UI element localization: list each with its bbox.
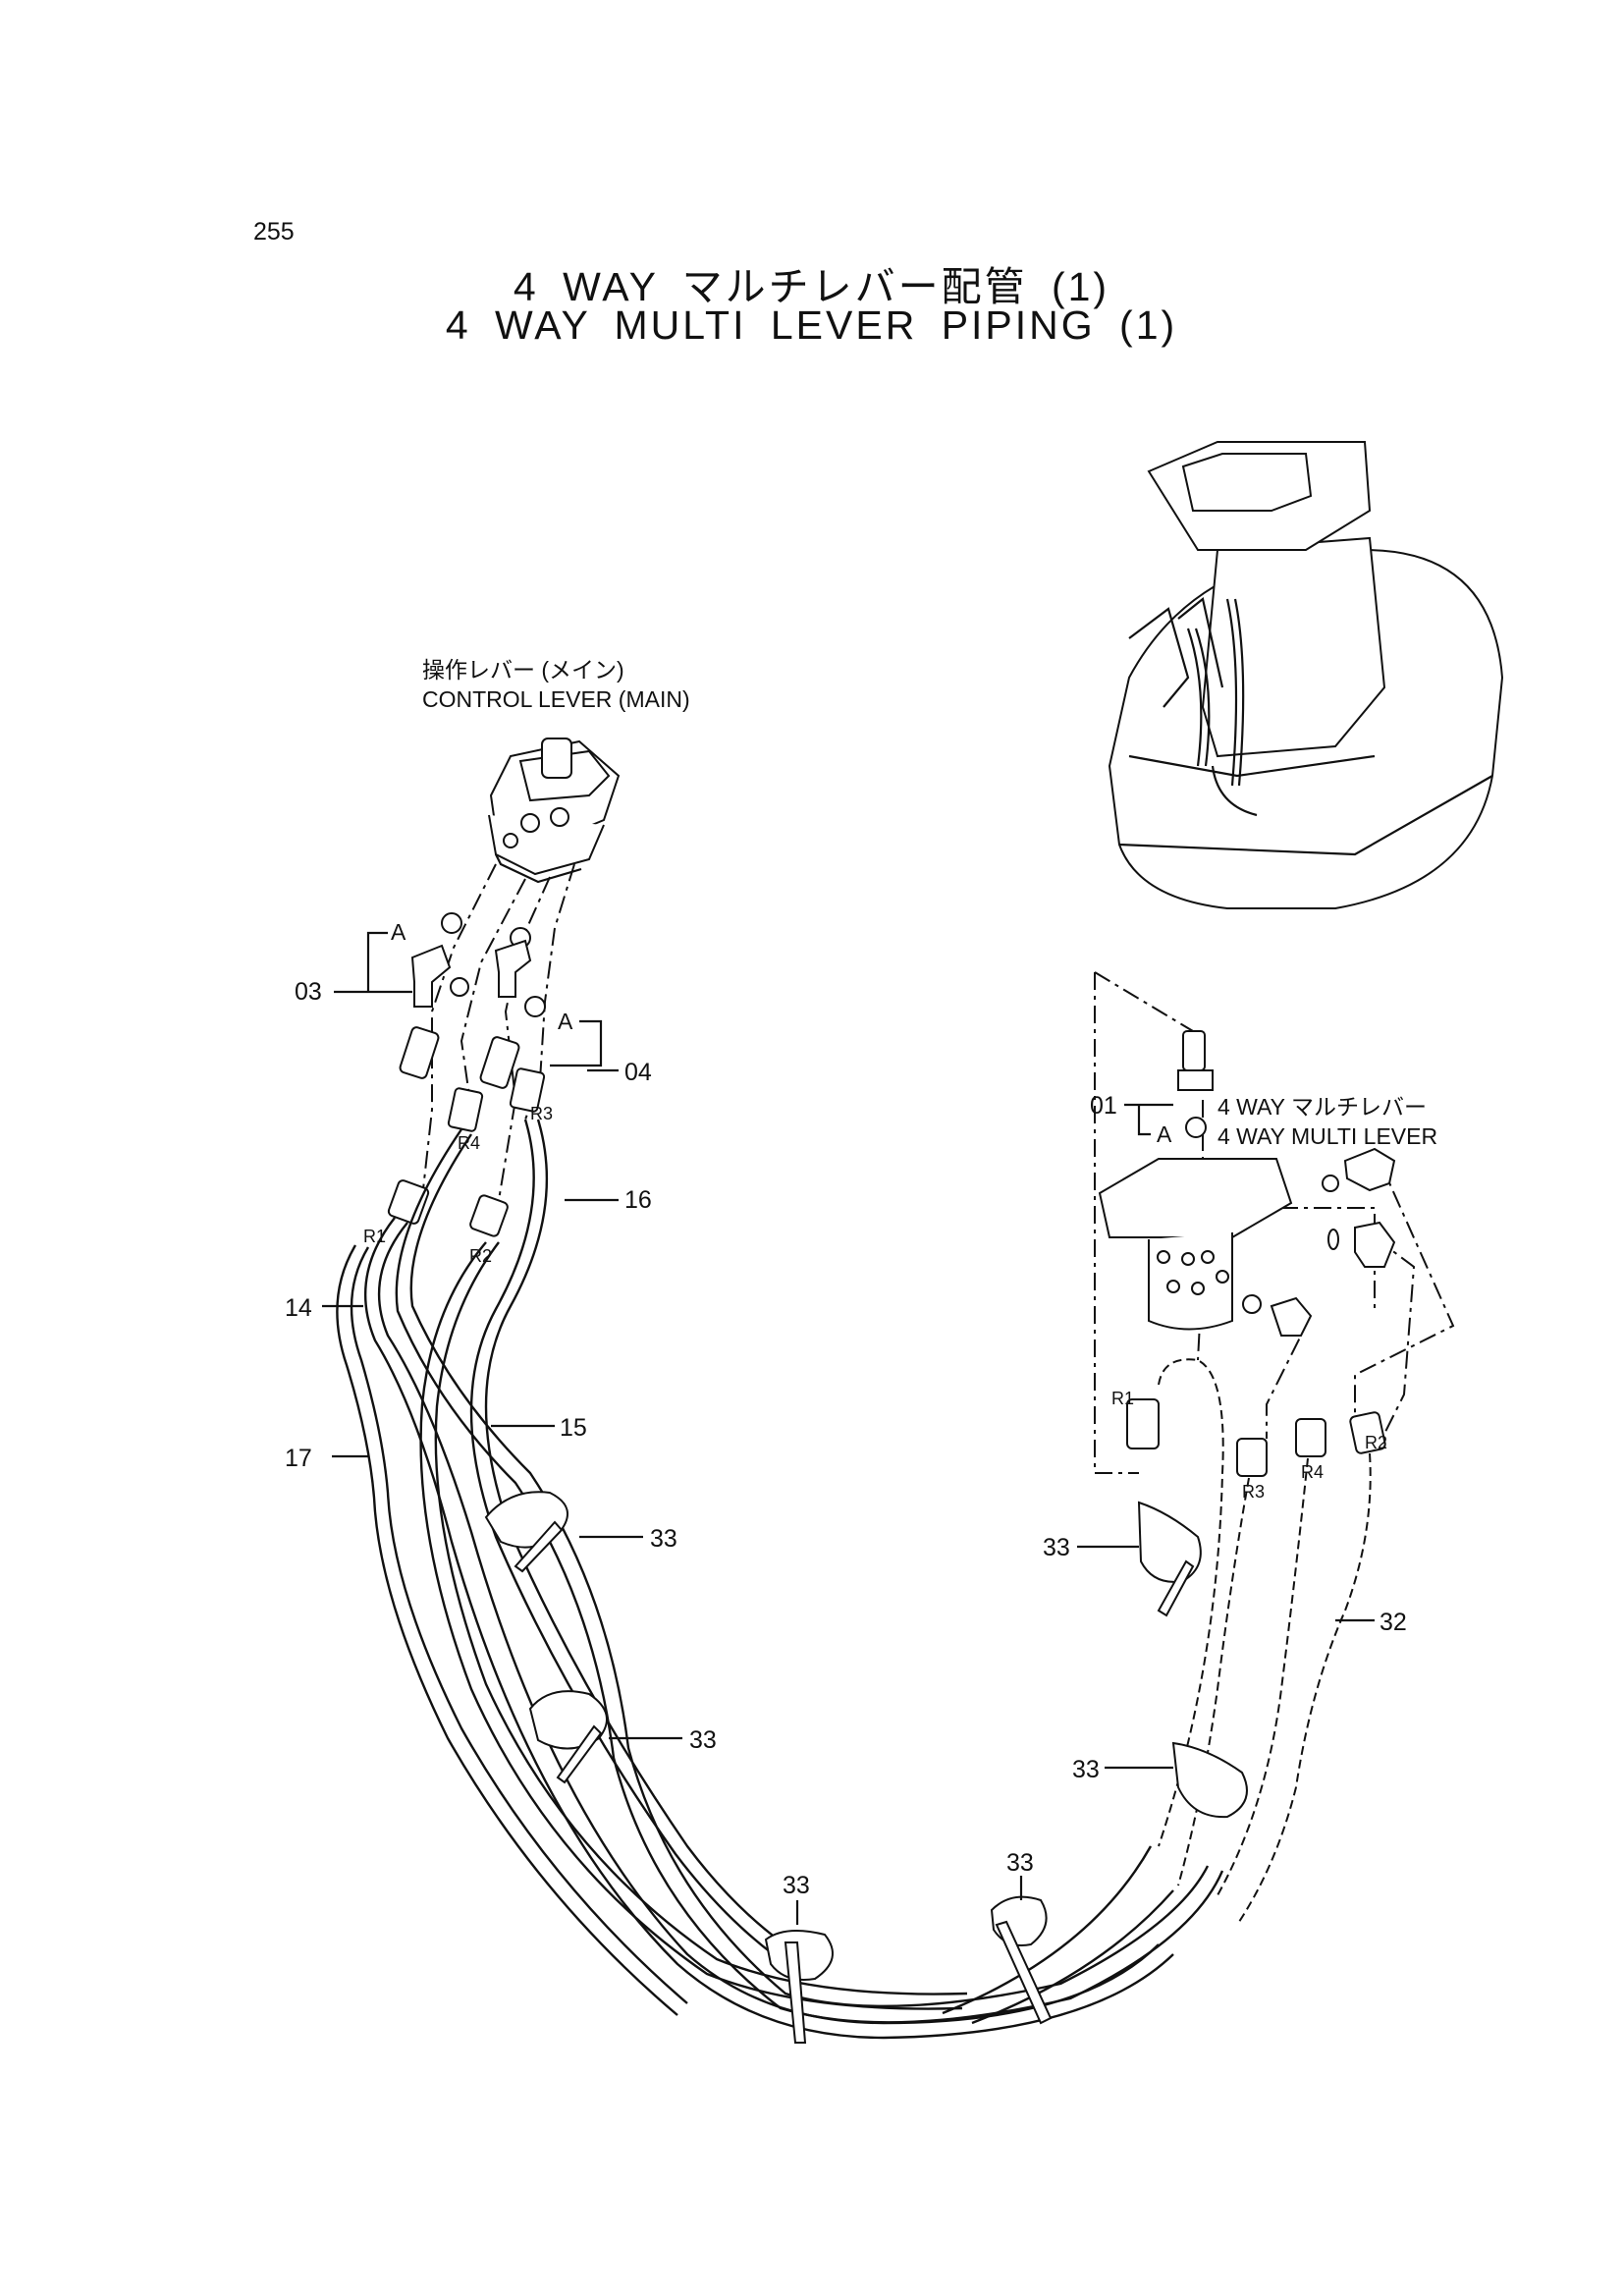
callout-03: 03 [295, 978, 322, 1006]
callout-04: 04 [624, 1059, 652, 1086]
page-number: 255 [253, 218, 295, 246]
port-label-a-right: A [558, 1009, 573, 1034]
port-label-r1-right: R1 [1111, 1389, 1134, 1408]
hose-bundle [336, 1119, 1224, 2040]
cable-ties [484, 1491, 1248, 2044]
callout-33-a: 33 [650, 1525, 677, 1553]
callout-leaders [322, 931, 1375, 1925]
control-lever-valve [488, 738, 621, 884]
page-title-english: 4 WAY MULTI LEVER PIPING (1) [445, 302, 1178, 348]
part-callouts: 03 04 16 14 15 17 33 33 33 33 33 33 32 0… [285, 978, 1407, 1899]
multi-lever-label-en: 4 WAY MULTI LEVER [1217, 1123, 1437, 1149]
control-lever-label-jp: 操作レバー (メイン) [422, 657, 624, 683]
callout-14: 14 [285, 1294, 312, 1322]
port-label-r4-right: R4 [1301, 1462, 1324, 1482]
multi-lever-label-jp: 4 WAY マルチレバー [1217, 1094, 1427, 1120]
callout-16: 16 [624, 1186, 652, 1214]
callout-33-d: 33 [1006, 1849, 1034, 1877]
machine-illustration [1108, 441, 1504, 909]
callout-01: 01 [1090, 1092, 1117, 1120]
multi-lever-label: 4 WAY マルチレバー 4 WAY MULTI LEVER [1217, 1094, 1437, 1149]
multi-lever-unit [1098, 1030, 1396, 1477]
port-label-r1-left: R1 [363, 1227, 386, 1246]
port-label-r2-left: R2 [469, 1246, 492, 1266]
callout-33-b: 33 [689, 1726, 717, 1754]
port-label-a-multi: A [1157, 1121, 1172, 1147]
lever-fittings [387, 912, 546, 1237]
port-label-r3-right: R3 [1242, 1482, 1265, 1502]
callout-32: 32 [1380, 1609, 1407, 1636]
spiral-guard-hoses [942, 1358, 1372, 2025]
port-labels: A A A R4 R3 R1 R2 R1 R3 R4 R2 [363, 919, 1387, 1502]
callout-33-c: 33 [783, 1872, 810, 1899]
control-lever-label-en: CONTROL LEVER (MAIN) [422, 686, 690, 712]
callout-17: 17 [285, 1445, 312, 1472]
callout-15: 15 [560, 1414, 587, 1442]
control-lever-label: 操作レバー (メイン) CONTROL LEVER (MAIN) [422, 657, 690, 712]
callout-33-e: 33 [1043, 1534, 1070, 1561]
callout-33-f: 33 [1072, 1756, 1100, 1783]
port-label-r3-left: R3 [530, 1104, 553, 1123]
port-label-r4-left: R4 [458, 1133, 480, 1153]
port-label-r2-right: R2 [1365, 1433, 1387, 1452]
assembly-chain-lines [421, 863, 1455, 1474]
page-title-japanese: 4 WAY マルチレバー配管 (1) [513, 264, 1110, 309]
port-label-a-left: A [391, 919, 406, 945]
